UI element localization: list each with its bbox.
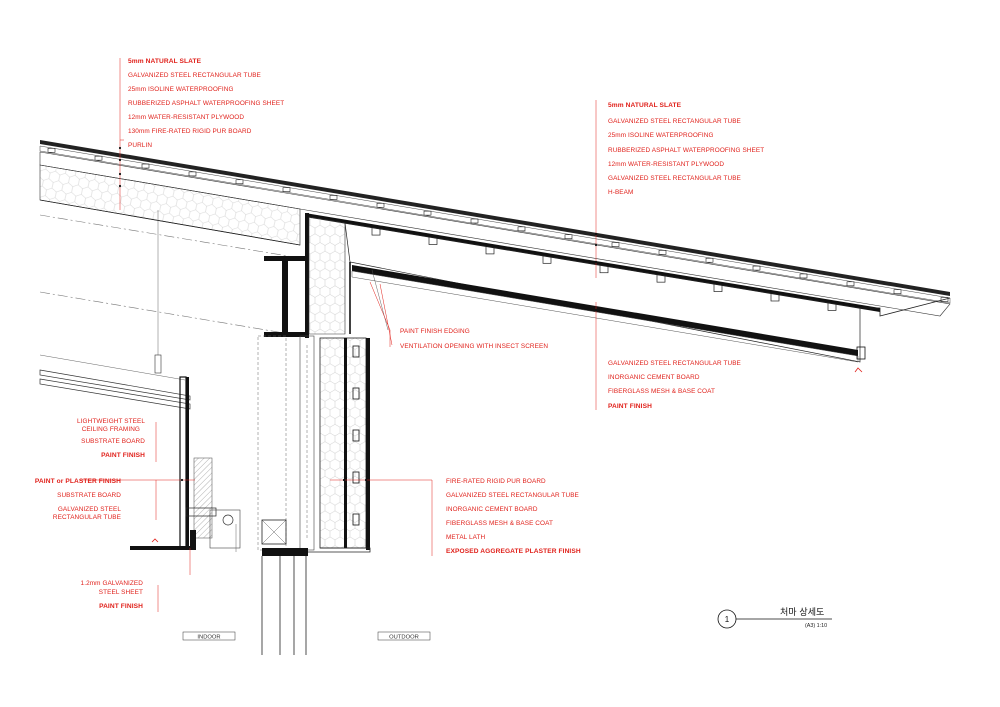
callout-label: STEEL SHEET (99, 589, 143, 596)
callout-label: INORGANIC CEMENT BOARD (446, 506, 538, 513)
detail-number: 1 (725, 615, 730, 624)
callout-roof-top-right: 5mm NATURAL SLATE GALVANIZED STEEL RECTA… (608, 102, 764, 196)
callout-edge: PAINT FINISH EDGING VENTILATION OPENING … (400, 328, 548, 350)
callout-label: 12mm WATER-RESISTANT PLYWOOD (128, 114, 244, 121)
callout-label: INORGANIC CEMENT BOARD (608, 374, 700, 381)
leader-lines (80, 58, 598, 612)
callout-label: PAINT FINISH (99, 603, 143, 610)
batten-section (470, 218, 479, 224)
callout-label: 25mm ISOLINE WATERPROOFING (608, 132, 714, 139)
callout-label: GALVANIZED STEEL RECTANGULAR TUBE (608, 175, 741, 182)
callout-label: LIGHTWEIGHT STEEL (77, 418, 145, 425)
callout-label: VENTILATION OPENING WITH INSECT SCREEN (400, 343, 548, 350)
batten-section (893, 289, 902, 294)
batten-section (47, 148, 56, 153)
callout-exterior-wall: FIRE-RATED RIGID PUR BOARD GALVANIZED ST… (446, 478, 581, 555)
window-frame (261, 519, 308, 655)
outdoor-tag: OUTDOOR (377, 631, 431, 640)
callout-sheet: 1.2mm GALVANIZED STEEL SHEET PAINT FINIS… (81, 580, 144, 610)
callout-label: GALVANIZED STEEL (58, 506, 122, 513)
batten-section (611, 242, 620, 247)
batten-section (705, 257, 714, 263)
callout-label: FIRE-RATED RIGID PUR BOARD (446, 478, 546, 485)
callout-label: H-BEAM (608, 189, 633, 196)
indoor-label: INDOOR (197, 634, 220, 640)
batten-section (282, 187, 291, 192)
tube-section (352, 345, 360, 358)
wall-tubes (352, 345, 360, 526)
tube-section (352, 471, 360, 484)
batten-section (517, 226, 526, 232)
callout-label: GALVANIZED STEEL RECTANGULAR TUBE (608, 118, 741, 125)
callout-label: PAINT FINISH EDGING (400, 328, 470, 335)
callout-label: RUBBERIZED ASPHALT WATERPROOFING SHEET (608, 147, 764, 154)
callout-label: 5mm NATURAL SLATE (608, 102, 682, 109)
callout-eave-soffit: GALVANIZED STEEL RECTANGULAR TUBE INORGA… (608, 360, 741, 410)
batten-section (846, 281, 855, 287)
outdoor-label: OUTDOOR (389, 634, 419, 640)
batten-section (658, 250, 667, 255)
callout-label: SUBSTRATE BOARD (81, 438, 145, 445)
batten-section (940, 297, 949, 302)
callout-label: SUBSTRATE BOARD (57, 492, 121, 499)
callout-label: GALVANIZED STEEL RECTANGULAR TUBE (446, 492, 579, 499)
callout-label: PAINT or PLASTER FINISH (35, 478, 121, 485)
slate-battens (47, 148, 949, 311)
callout-label: 12mm WATER-RESISTANT PLYWOOD (608, 161, 724, 168)
batten-section (235, 179, 244, 185)
callout-label: GALVANIZED STEEL RECTANGULAR TUBE (608, 360, 741, 367)
callout-label: 25mm ISOLINE WATERPROOFING (128, 86, 234, 93)
callout-label: FIBERGLASS MESH & BASE COAT (608, 388, 715, 395)
title-block: 1 처마 상세도 (A3) 1:10 (717, 606, 832, 629)
batten-section (799, 273, 808, 279)
callout-label: EXPOSED AGGREGATE PLASTER FINISH (446, 548, 581, 555)
tube-section (352, 387, 360, 400)
callout-label: RUBBERIZED ASPHALT WATERPROOFING SHEET (128, 100, 284, 107)
indoor-tag: INDOOR (182, 631, 236, 640)
callout-roof-top-left: 5mm NATURAL SLATE GALVANIZED STEEL RECTA… (128, 58, 284, 149)
detail-scale: (A3) 1:10 (805, 623, 827, 629)
callout-label: 5mm NATURAL SLATE (128, 58, 202, 65)
callout-label: 130mm FIRE-RATED RIGID PUR BOARD (128, 128, 252, 135)
callout-label: METAL LATH (446, 534, 486, 541)
detail-title: 처마 상세도 (780, 606, 824, 618)
callout-label: 1.2mm GALVANIZED (81, 580, 144, 587)
batten-section (752, 265, 761, 271)
callout-label: PAINT FINISH (608, 403, 652, 410)
callout-label: CEILING FRAMING (82, 426, 140, 433)
callout-label: PAINT FINISH (101, 452, 145, 459)
eave-structure (264, 213, 951, 373)
callout-label: FIBERGLASS MESH & BASE COAT (446, 520, 553, 527)
batten-section (141, 163, 150, 169)
callout-ceiling: LIGHTWEIGHT STEEL CEILING FRAMING SUBSTR… (77, 418, 145, 459)
batten-section (564, 234, 573, 239)
ceiling-and-interior (39, 210, 241, 552)
callout-label: PURLIN (128, 142, 152, 149)
exterior-wall (257, 335, 371, 553)
batten-section (94, 155, 103, 161)
tube-section (352, 429, 360, 442)
batten-section (329, 195, 338, 200)
tube-section (352, 513, 360, 526)
callout-label: RECTANGULAR TUBE (53, 514, 121, 521)
callout-interior-wall: PAINT or PLASTER FINISH SUBSTRATE BOARD … (35, 478, 121, 521)
roof-assembly (39, 140, 951, 335)
batten-section (188, 171, 197, 177)
batten-section (376, 202, 385, 208)
batten-section (423, 210, 432, 216)
callout-label: GALVANIZED STEEL RECTANGULAR TUBE (128, 72, 261, 79)
